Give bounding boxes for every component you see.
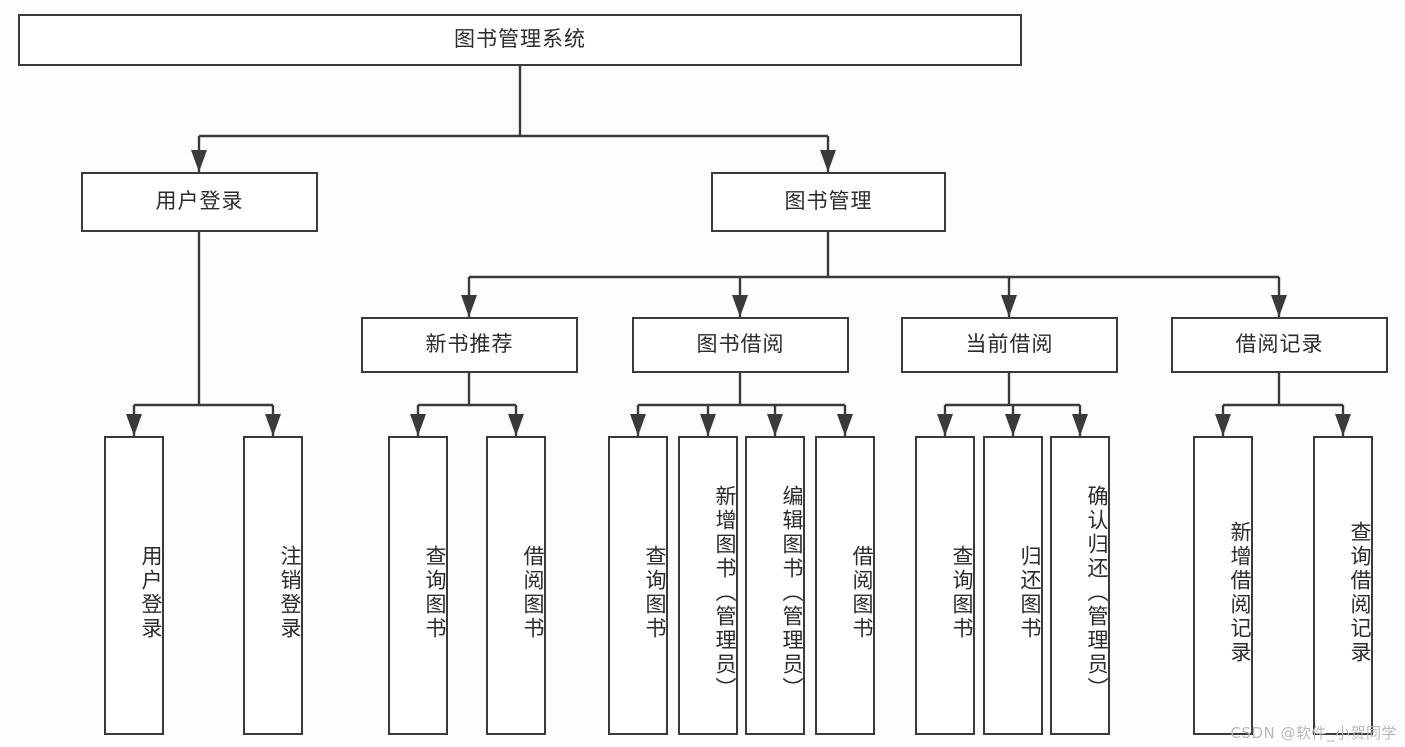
connector-arrowhead: [191, 150, 207, 172]
node-label: 查询图书: [643, 544, 667, 641]
node-label: 确认归还（管理员）: [1085, 484, 1109, 701]
leaf-node-leaf-query-book-2[interactable]: 查询图书: [608, 436, 668, 735]
level3-node-borrow-record[interactable]: 借阅记录: [1171, 317, 1388, 373]
leaf-node-leaf-logout[interactable]: 注销登录: [243, 436, 303, 735]
leaf-node-leaf-borrow-book-1[interactable]: 借阅图书: [486, 436, 546, 735]
leaf-node-leaf-query-book-1[interactable]: 查询图书: [388, 436, 448, 735]
node-label: 图书管理系统: [454, 27, 586, 52]
leaf-node-leaf-user-login[interactable]: 用户登录: [104, 436, 164, 735]
node-label: 注销登录: [278, 544, 302, 641]
connector-arrowhead: [1001, 295, 1017, 317]
node-label: 编辑图书（管理员）: [780, 484, 804, 701]
connector-arrowhead: [700, 414, 716, 436]
connector-arrowhead: [937, 414, 953, 436]
connector-arrowhead: [461, 295, 477, 317]
node-label: 查询图书: [950, 544, 974, 641]
leaf-node-leaf-query-book-3[interactable]: 查询图书: [915, 436, 975, 735]
connector-arrowhead: [508, 414, 524, 436]
leaf-node-leaf-return-book[interactable]: 归还图书: [983, 436, 1043, 735]
connector-arrowhead: [1005, 414, 1021, 436]
leaf-node-leaf-edit-book[interactable]: 编辑图书（管理员）: [745, 436, 805, 735]
level2-node-book-manage[interactable]: 图书管理: [711, 172, 946, 232]
node-label: 新增图书（管理员）: [713, 484, 737, 701]
node-label: 用户登录: [155, 189, 244, 214]
connector-arrowhead: [732, 295, 748, 317]
connector-arrowhead: [1271, 295, 1287, 317]
connector-arrowhead: [630, 414, 646, 436]
leaf-node-leaf-add-record[interactable]: 新增借阅记录: [1193, 436, 1253, 735]
leaf-node-leaf-query-record[interactable]: 查询借阅记录: [1313, 436, 1373, 735]
node-label: 借阅记录: [1235, 332, 1324, 357]
node-label: 借阅图书: [521, 544, 545, 641]
node-label: 当前借阅: [965, 332, 1054, 357]
level3-node-current-borrow[interactable]: 当前借阅: [901, 317, 1118, 373]
connector-arrowhead: [126, 414, 142, 436]
level3-node-book-borrow[interactable]: 图书借阅: [632, 317, 849, 373]
level3-node-new-book-recommend[interactable]: 新书推荐: [361, 317, 578, 373]
connector-arrowhead: [1215, 414, 1231, 436]
node-label: 新增借阅记录: [1228, 520, 1252, 665]
connector-arrowhead: [1072, 414, 1088, 436]
node-label: 借阅图书: [850, 544, 874, 641]
connector-arrowhead: [837, 414, 853, 436]
node-label: 图书管理: [784, 189, 873, 214]
csdn-watermark: CSDN @软件_小贺同学: [1230, 724, 1397, 742]
connector-arrowhead: [767, 414, 783, 436]
root-node[interactable]: 图书管理系统: [18, 14, 1022, 66]
level2-node-user-login[interactable]: 用户登录: [81, 172, 318, 232]
node-label: 用户登录: [139, 544, 163, 641]
connector-arrowhead: [1335, 414, 1351, 436]
node-label: 图书借阅: [696, 332, 785, 357]
node-label: 查询图书: [423, 544, 447, 641]
node-label: 归还图书: [1018, 544, 1042, 641]
leaf-node-leaf-add-book[interactable]: 新增图书（管理员）: [678, 436, 738, 735]
leaf-node-leaf-borrow-book-2[interactable]: 借阅图书: [815, 436, 875, 735]
node-label: 查询借阅记录: [1348, 520, 1372, 665]
connector-arrowhead: [265, 414, 281, 436]
connector-arrowhead: [410, 414, 426, 436]
connector-arrowhead: [820, 150, 836, 172]
leaf-node-leaf-confirm-return[interactable]: 确认归还（管理员）: [1050, 436, 1110, 735]
node-label: 新书推荐: [425, 332, 514, 357]
